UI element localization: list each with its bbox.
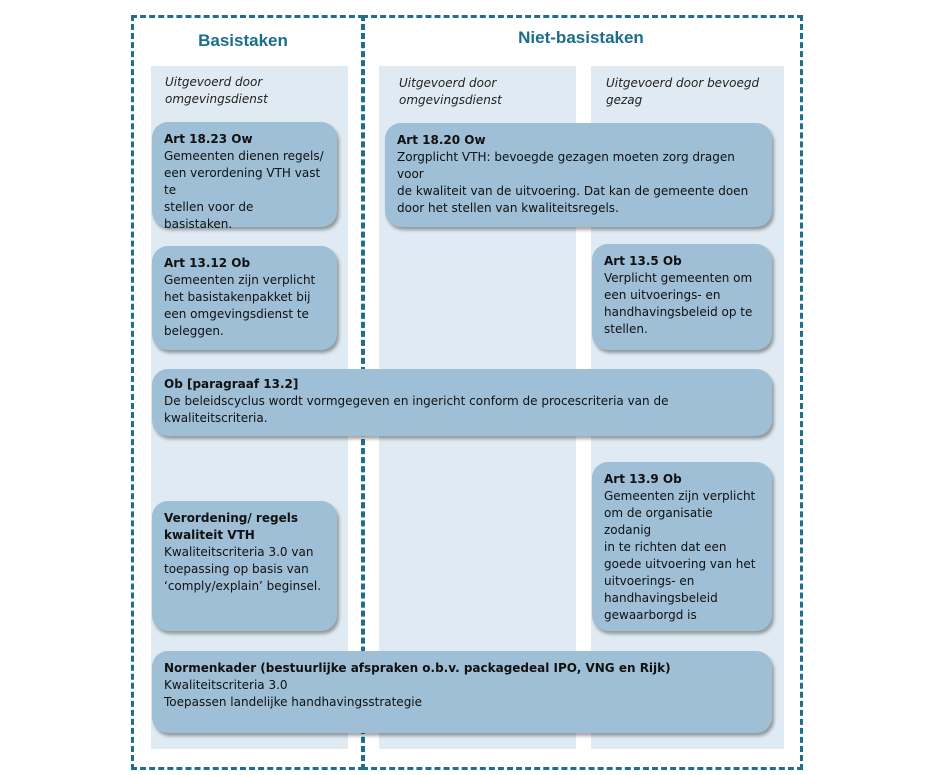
subheader-col3: Uitgevoerd door bevoegd gezag (606, 76, 760, 107)
box-art-13-5: Art 13.5 Ob Verplicht gemeenten om een u… (592, 244, 772, 350)
box-art-13-12: Art 13.12 Ob Gemeenten zijn verplicht he… (152, 246, 337, 350)
subheader-col2: Uitgevoerd door omgevingsdienst (399, 76, 502, 107)
box-body: Kwaliteitscriteria 3.0 van toepassing op… (164, 545, 322, 593)
box-body: Zorgplicht VTH: bevoegde gezagen moeten … (397, 150, 749, 215)
box-title: Art 13.12 Ob (164, 256, 251, 270)
box-title: Normenkader (bestuurlijke afspraken o.b.… (164, 661, 671, 675)
subheader-col1: Uitgevoerd door omgevingsdienst (165, 75, 268, 106)
header-basistaken: Basistaken (198, 31, 288, 50)
box-normenkader: Normenkader (bestuurlijke afspraken o.b.… (152, 651, 772, 733)
box-title: Verordening/ regels kwaliteit VTH (164, 511, 298, 542)
box-title: Art 13.9 Ob (604, 472, 682, 486)
box-title: Art 13.5 Ob (604, 254, 682, 268)
header-niet-basistaken: Niet-basistaken (518, 28, 644, 47)
box-body: Gemeenten zijn verplicht het basistakenp… (164, 273, 316, 338)
box-body: Gemeenten zijn verplicht om de organisat… (604, 489, 756, 622)
box-art-18-23: Art 18.23 Ow Gemeenten dienen regels/ ee… (152, 122, 337, 231)
box-art-13-9: Art 13.9 Ob Gemeenten zijn verplicht om … (592, 462, 772, 631)
box-title: Art 18.20 Ow (397, 133, 486, 147)
box-body: Gemeenten dienen regels/ een verordening… (164, 149, 324, 231)
box-art-18-20: Art 18.20 Ow Zorgplicht VTH: bevoegde ge… (385, 123, 772, 227)
box-ob-paragraaf-13-2: Ob [paragraaf 13.2] De beleidscyclus wor… (152, 369, 772, 436)
box-title: Ob [paragraaf 13.2] (164, 377, 299, 391)
box-body: Kwaliteitscriteria 3.0 Toepassen landeli… (164, 678, 423, 709)
box-verordening: Verordening/ regels kwaliteit VTH Kwalit… (152, 501, 337, 631)
box-body: De beleidscyclus wordt vormgegeven en in… (164, 394, 669, 425)
box-body: Verplicht gemeenten om een uitvoerings- … (604, 271, 753, 336)
box-title: Art 18.23 Ow (164, 132, 253, 146)
